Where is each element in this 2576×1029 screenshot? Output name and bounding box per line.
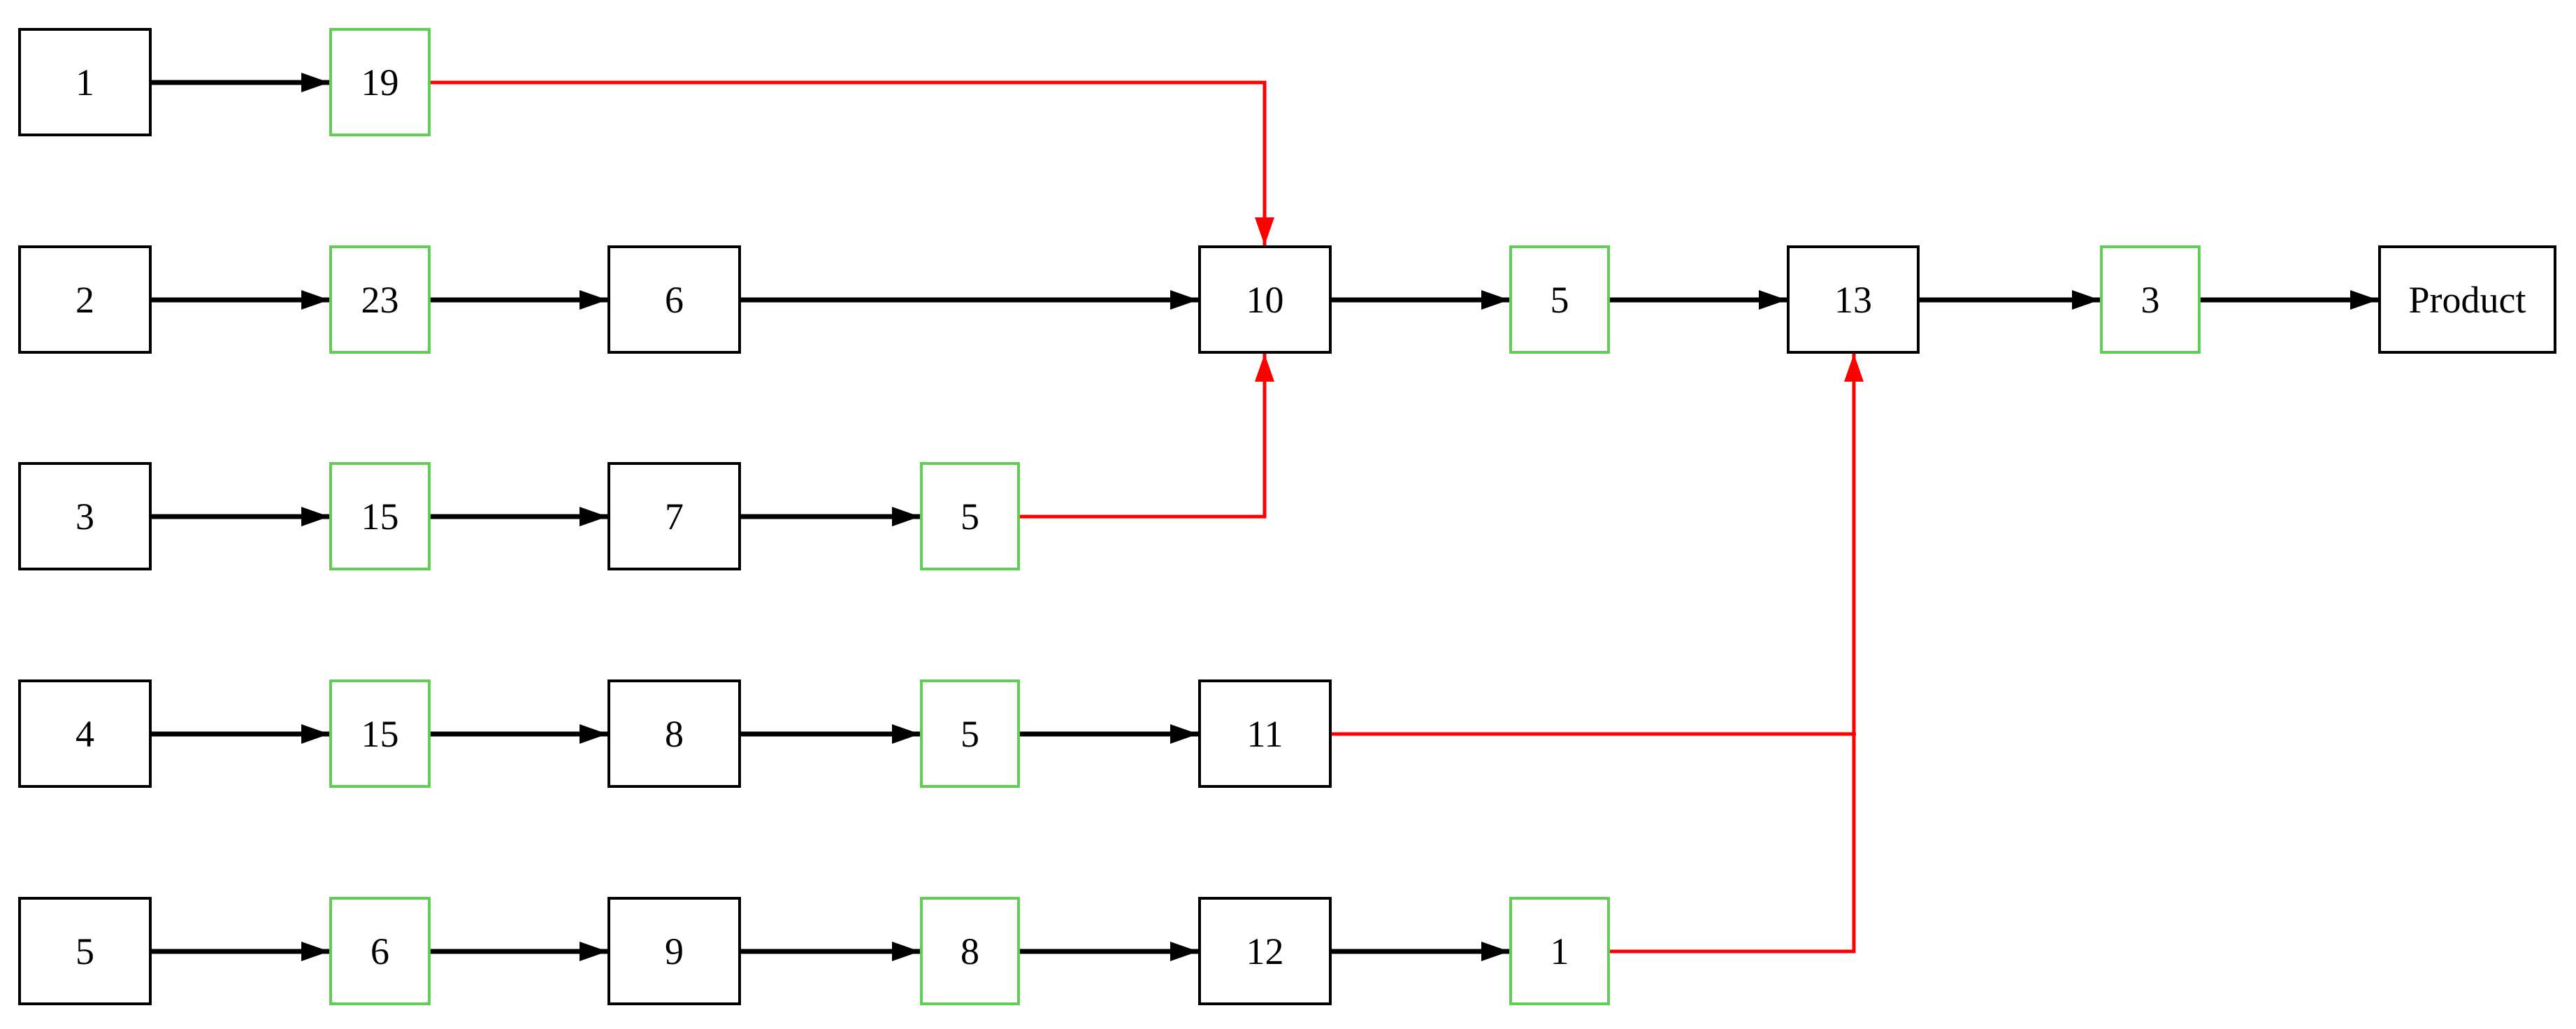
node-b3-6: 6 <box>607 245 741 354</box>
highlight-edge-c4-b4 <box>1020 354 1274 519</box>
node-a1-1: 1 <box>18 28 152 136</box>
node-e1-5: 5 <box>18 897 152 1005</box>
highlight-edge-e6-b6 <box>1610 354 1864 954</box>
node-c4-5: 5 <box>920 462 1020 570</box>
node-b7-3: 3 <box>2100 245 2201 354</box>
node-e5-12: 12 <box>1198 897 1332 1005</box>
node-d4-5: 5 <box>920 679 1020 788</box>
node-b5-5: 5 <box>1509 245 1610 354</box>
node-e6-1: 1 <box>1509 897 1610 1005</box>
node-c1-3: 3 <box>18 462 152 570</box>
node-b4-10: 10 <box>1198 245 1332 354</box>
node-c3-7: 7 <box>607 462 741 570</box>
node-b8-product: Product <box>2378 245 2556 354</box>
node-c2-15: 15 <box>329 462 431 570</box>
node-b2-23: 23 <box>329 245 431 354</box>
node-e4-8: 8 <box>920 897 1020 1005</box>
node-e2-6: 6 <box>329 897 431 1005</box>
node-d5-11: 11 <box>1198 679 1332 788</box>
node-b1-2: 2 <box>18 245 152 354</box>
node-d2-15: 15 <box>329 679 431 788</box>
highlight-edge-a2-b4 <box>431 80 1274 245</box>
node-e3-9: 9 <box>607 897 741 1005</box>
node-d3-8: 8 <box>607 679 741 788</box>
node-a2-19: 19 <box>329 28 431 136</box>
node-d1-4: 4 <box>18 679 152 788</box>
node-b6-13: 13 <box>1787 245 1920 354</box>
